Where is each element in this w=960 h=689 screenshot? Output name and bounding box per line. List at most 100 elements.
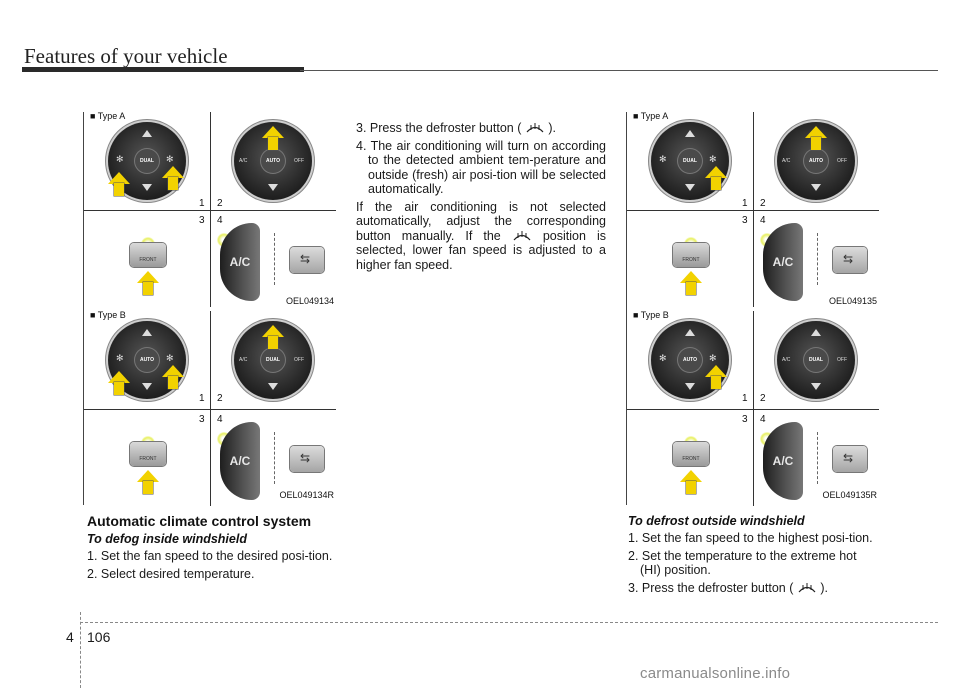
- fan-icon: ✻: [116, 353, 124, 363]
- ac-button: A/C: [220, 223, 260, 301]
- figure-left-type-a-dials: ■ Type A ✻ ✻ DUAL 1 2 A/C OFF AUTO: [84, 111, 336, 210]
- callout-1: 1: [199, 393, 205, 404]
- section-heading: Automatic climate control system: [87, 513, 312, 529]
- yellow-arrow-icon: [262, 325, 284, 349]
- callout-1: 1: [199, 198, 205, 209]
- fan-icon: ✻: [116, 154, 124, 164]
- front-defrost-button: FRONT: [673, 442, 709, 466]
- yellow-arrow-icon: [705, 365, 727, 389]
- recirculation-button: [290, 446, 324, 472]
- fan-icon: ✻: [166, 353, 174, 363]
- divider: [210, 311, 211, 409]
- dashed-divider: [274, 432, 276, 484]
- yellow-arrow-icon: [137, 271, 159, 295]
- ac-button: A/C: [763, 223, 803, 301]
- type-a-label: ■ Type A: [90, 111, 126, 121]
- fan-icon: ✻: [709, 353, 717, 363]
- recirculation-button: [833, 446, 867, 472]
- ac-label: A/C: [239, 357, 248, 363]
- defrost-step-1: 1. Set the fan speed to the highest posi…: [628, 531, 873, 545]
- type-b-label: ■ Type B: [633, 310, 669, 320]
- auto-button: AUTO: [261, 149, 285, 173]
- divider: [210, 211, 211, 307]
- front-defrost-button: FRONT: [130, 243, 166, 267]
- ac-button: A/C: [220, 422, 260, 500]
- callout-2: 2: [760, 393, 766, 404]
- recirculation-button: [290, 247, 324, 273]
- yellow-arrow-icon: [137, 470, 159, 494]
- dashed-divider: [817, 233, 819, 285]
- step3-text-b: ).: [548, 121, 556, 135]
- callout-1: 1: [742, 198, 748, 209]
- off-label: OFF: [837, 357, 847, 363]
- figure-left-type-b-buttons: 3 4 FRONT A/C OEL049134R: [84, 409, 336, 506]
- callout-3: 3: [742, 414, 748, 425]
- middle-column: 3. Press the defroster button ( ). 4. Th…: [356, 121, 606, 272]
- callout-2: 2: [217, 393, 223, 404]
- dual-button: DUAL: [804, 348, 828, 372]
- figure-code: OEL049135R: [822, 490, 877, 500]
- yellow-arrow-icon: [680, 470, 702, 494]
- divider: [753, 112, 754, 210]
- fan-icon: ✻: [166, 154, 174, 164]
- divider: [753, 311, 754, 409]
- figure-code: OEL049134: [285, 296, 334, 306]
- chapter-number: 4: [66, 629, 74, 645]
- dual-button: DUAL: [678, 149, 702, 173]
- off-label: OFF: [294, 357, 304, 363]
- recirculation-button: [833, 247, 867, 273]
- manual-adjust-paragraph: If the air conditioning is not selected …: [356, 200, 606, 273]
- defog-step-4: 4. The air conditioning will turn on acc…: [356, 138, 606, 197]
- step3-text-a: 3. Press the defroster button (: [628, 580, 794, 595]
- callout-1: 1: [742, 393, 748, 404]
- yellow-arrow-icon: [108, 172, 130, 196]
- subheading-defrost: To defrost outside windshield: [628, 514, 805, 528]
- figure-right-type-b-buttons: 3 4 FRONT A/C OEL049135R: [627, 409, 879, 506]
- dual-button: DUAL: [261, 348, 285, 372]
- footer-rule: [80, 622, 938, 623]
- callout-2: 2: [760, 198, 766, 209]
- divider: [210, 112, 211, 210]
- ac-label: A/C: [239, 158, 248, 164]
- defrost-step-2: 2. Set the temperature to the extreme ho…: [628, 548, 857, 578]
- figure-right-type-a-dials: ■ Type A ✻ ✻ DUAL 1 2 A/C OFF AUTO: [627, 111, 879, 210]
- header-rule: [300, 70, 938, 71]
- callout-4: 4: [760, 215, 766, 226]
- callout-3: 3: [199, 414, 205, 425]
- auto-button: AUTO: [678, 348, 702, 372]
- divider: [753, 211, 754, 307]
- figure-code: OEL049135: [828, 296, 877, 306]
- callout-4: 4: [217, 215, 223, 226]
- defrost-step-3: 3. Press the defroster button ( ).: [628, 581, 880, 596]
- off-label: OFF: [837, 158, 847, 164]
- auto-button: AUTO: [135, 348, 159, 372]
- dashed-divider: [817, 432, 819, 484]
- yellow-arrow-icon: [162, 166, 184, 190]
- defog-step-3: 3. Press the defroster button ( ).: [356, 121, 606, 136]
- callout-4: 4: [217, 414, 223, 425]
- figure-left-type-a-buttons: 3 4 FRONT A/C OEL049134: [84, 210, 336, 307]
- defog-step-2: 2. Select desired temperature.: [87, 566, 255, 581]
- defroster-icon: [798, 582, 816, 592]
- header-bar: [22, 67, 304, 72]
- para-text-b: position is selected, lower fan speed is…: [356, 228, 606, 272]
- ac-label: A/C: [782, 158, 791, 164]
- divider: [210, 410, 211, 506]
- off-label: OFF: [294, 158, 304, 164]
- defog-step-1: 1. Set the fan speed to the desired posi…: [87, 549, 333, 563]
- step3-text-a: 3. Press the defroster button (: [356, 121, 522, 135]
- fan-icon: ✻: [659, 154, 667, 164]
- footer-vertical-rule: [80, 612, 81, 688]
- defog-steps: 1. Set the fan speed to the desired posi…: [87, 549, 337, 581]
- figure-left-type-b-dials: ■ Type B ✻ ✻ AUTO 1 2 A/C OFF DUAL: [84, 310, 336, 409]
- type-b-label: ■ Type B: [90, 310, 126, 320]
- yellow-arrow-icon: [262, 126, 284, 150]
- page-number: 106: [87, 629, 111, 645]
- defroster-icon: [513, 230, 531, 240]
- page-header-title: Features of your vehicle: [24, 44, 228, 68]
- fan-icon: ✻: [709, 154, 717, 164]
- type-a-label: ■ Type A: [633, 111, 669, 121]
- temp-dial: A/C OFF DUAL: [777, 321, 855, 399]
- defrost-steps: 1. Set the fan speed to the highest posi…: [628, 531, 880, 595]
- callout-3: 3: [742, 215, 748, 226]
